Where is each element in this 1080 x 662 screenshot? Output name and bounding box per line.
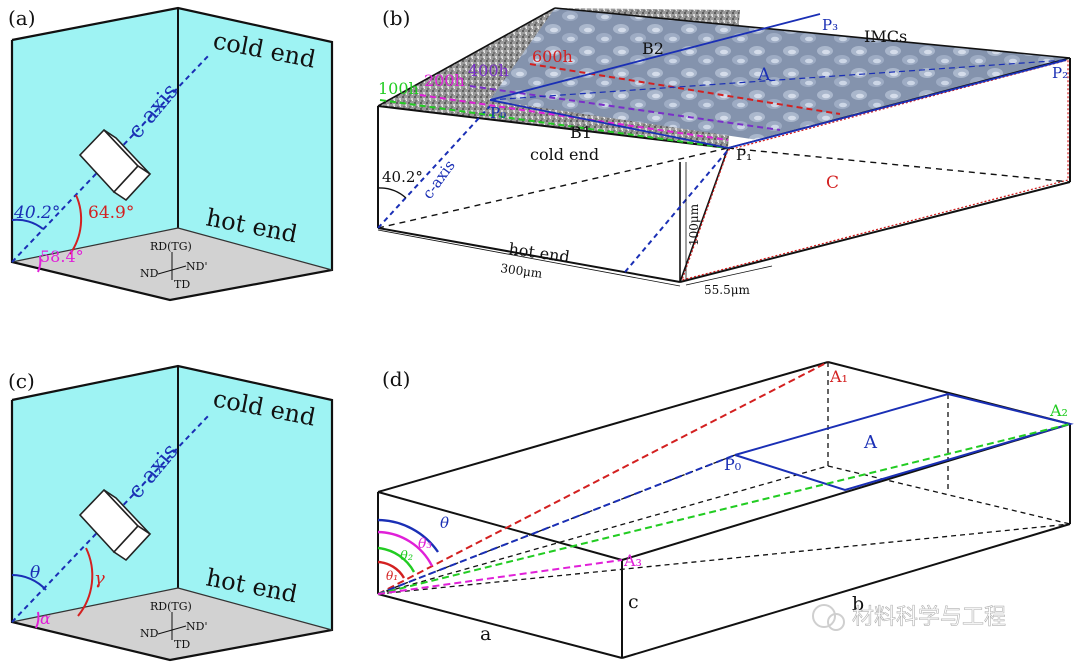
time-600h: 600h <box>532 47 573 66</box>
panel-d-tag: (d) <box>382 367 410 391</box>
angle-arc-b <box>377 187 407 199</box>
imcs-label: IMCs <box>864 27 907 46</box>
theta-arc <box>11 574 47 591</box>
a2-label: A₂ <box>1049 401 1068 420</box>
theta1-label-d: θ₁ <box>386 569 398 583</box>
time-100h: 100h <box>378 79 419 98</box>
watermark: 材料科学与工程 <box>812 604 1006 631</box>
nd-prime-label: ND' <box>186 260 207 273</box>
dim-width: 55.5μm <box>704 283 751 297</box>
c-axis-line-b <box>377 105 491 229</box>
a1-label: A₁ <box>829 367 848 386</box>
angle-label-blue: 40.2° <box>13 203 60 223</box>
back-wall-left <box>12 8 178 262</box>
theta3-arc-d <box>377 530 434 567</box>
c-axis-line <box>11 53 211 263</box>
theta3-label-d: θ₃ <box>418 536 432 552</box>
td-label-c: TD <box>174 638 190 651</box>
theta-label-d: θ <box>440 514 449 532</box>
ray-p0 <box>377 454 736 595</box>
angle-arc-red <box>69 194 83 255</box>
dim-height: 100μm <box>687 203 701 246</box>
td-label: TD <box>174 278 190 291</box>
angle-arc-blue <box>11 218 44 230</box>
p3-label: P₃ <box>822 16 838 34</box>
panel-a-tag: (a) <box>8 6 36 30</box>
ray-a3 <box>377 559 623 595</box>
nd-prime-label-c: ND' <box>186 620 207 633</box>
nd-label: ND <box>140 267 159 280</box>
box-front-top <box>378 362 1070 560</box>
gamma-label: γ <box>94 568 105 589</box>
dim-a-label: a <box>480 623 491 645</box>
panel-c-tag: (c) <box>8 369 35 393</box>
back-wall-left-c <box>12 366 178 622</box>
ray-a2 <box>377 423 1071 595</box>
rd-label-c: RD(TG) <box>150 600 192 613</box>
theta-label: θ <box>30 563 40 583</box>
angle-label-red: 64.9° <box>88 203 134 223</box>
b2-label: B2 <box>642 39 664 58</box>
area-label-d: A <box>863 432 878 453</box>
alpha-label: α <box>40 609 51 628</box>
p0-label: P₀ <box>490 104 506 122</box>
wechat-icon <box>812 604 836 628</box>
time-200h: 200h <box>424 71 465 90</box>
watermark-text: 材料科学与工程 <box>852 605 1006 630</box>
b1-label: B1 <box>570 123 592 142</box>
top-imc-surface <box>490 8 1070 143</box>
region-c-label: C <box>826 173 839 193</box>
gamma-arc <box>77 547 94 617</box>
p1-label: P₁ <box>736 146 752 164</box>
back-wall-right <box>178 8 332 270</box>
front-face <box>378 106 728 282</box>
hexagonal-prism <box>78 128 152 202</box>
c-axis-line-c <box>11 413 211 623</box>
panel-c: (c) cold end hot end c-axis θ γ α RD(TG)… <box>8 364 334 662</box>
time-400h: 400h <box>468 61 509 80</box>
panel-d: (d) A₁ A₂ A₃ P₀ A θ θ₃ θ₂ θ₁ a b c <box>377 361 1074 659</box>
theta-arc-d <box>377 518 439 553</box>
sample-axes <box>157 252 187 280</box>
p0-label-d: P₀ <box>724 455 741 474</box>
hexagonal-prism-c <box>78 488 152 562</box>
p2-label: P₂ <box>1052 64 1068 82</box>
angle-arc-magenta <box>37 255 42 273</box>
region-c-outline <box>681 59 1069 281</box>
rd-label: RD(TG) <box>150 240 192 253</box>
nd-label-c: ND <box>140 627 159 640</box>
dim-b-label: b <box>852 593 864 615</box>
panel-b-tag: (b) <box>382 6 410 30</box>
back-wall-right-c <box>178 366 332 630</box>
theta2-arc-d <box>377 546 416 573</box>
cold-end-label-b: cold end <box>530 145 599 164</box>
panel-a: (a) cold end hot end c-axis 40.2° 64.9° … <box>8 6 334 302</box>
theta2-label-d: θ₂ <box>400 549 413 564</box>
a3-label: A₃ <box>623 551 642 570</box>
dim-c-label: c <box>628 591 639 613</box>
theta1-arc-d <box>377 560 406 579</box>
right-face <box>680 58 1070 282</box>
sample-axes-c <box>157 612 187 640</box>
region-a-label: A <box>757 65 771 85</box>
alpha-arc <box>35 611 40 629</box>
panel-b: (b) 100h 200h 400h 600h P₀ P₁ P₂ P₃ B1 B… <box>377 6 1071 297</box>
angle-label-b: 40.2° <box>382 168 423 186</box>
area-a-outline <box>734 392 1074 492</box>
dim-length: 300μm <box>500 261 544 281</box>
angle-label-magenta: 58.4° <box>40 247 84 266</box>
ray-a1 <box>377 361 829 595</box>
